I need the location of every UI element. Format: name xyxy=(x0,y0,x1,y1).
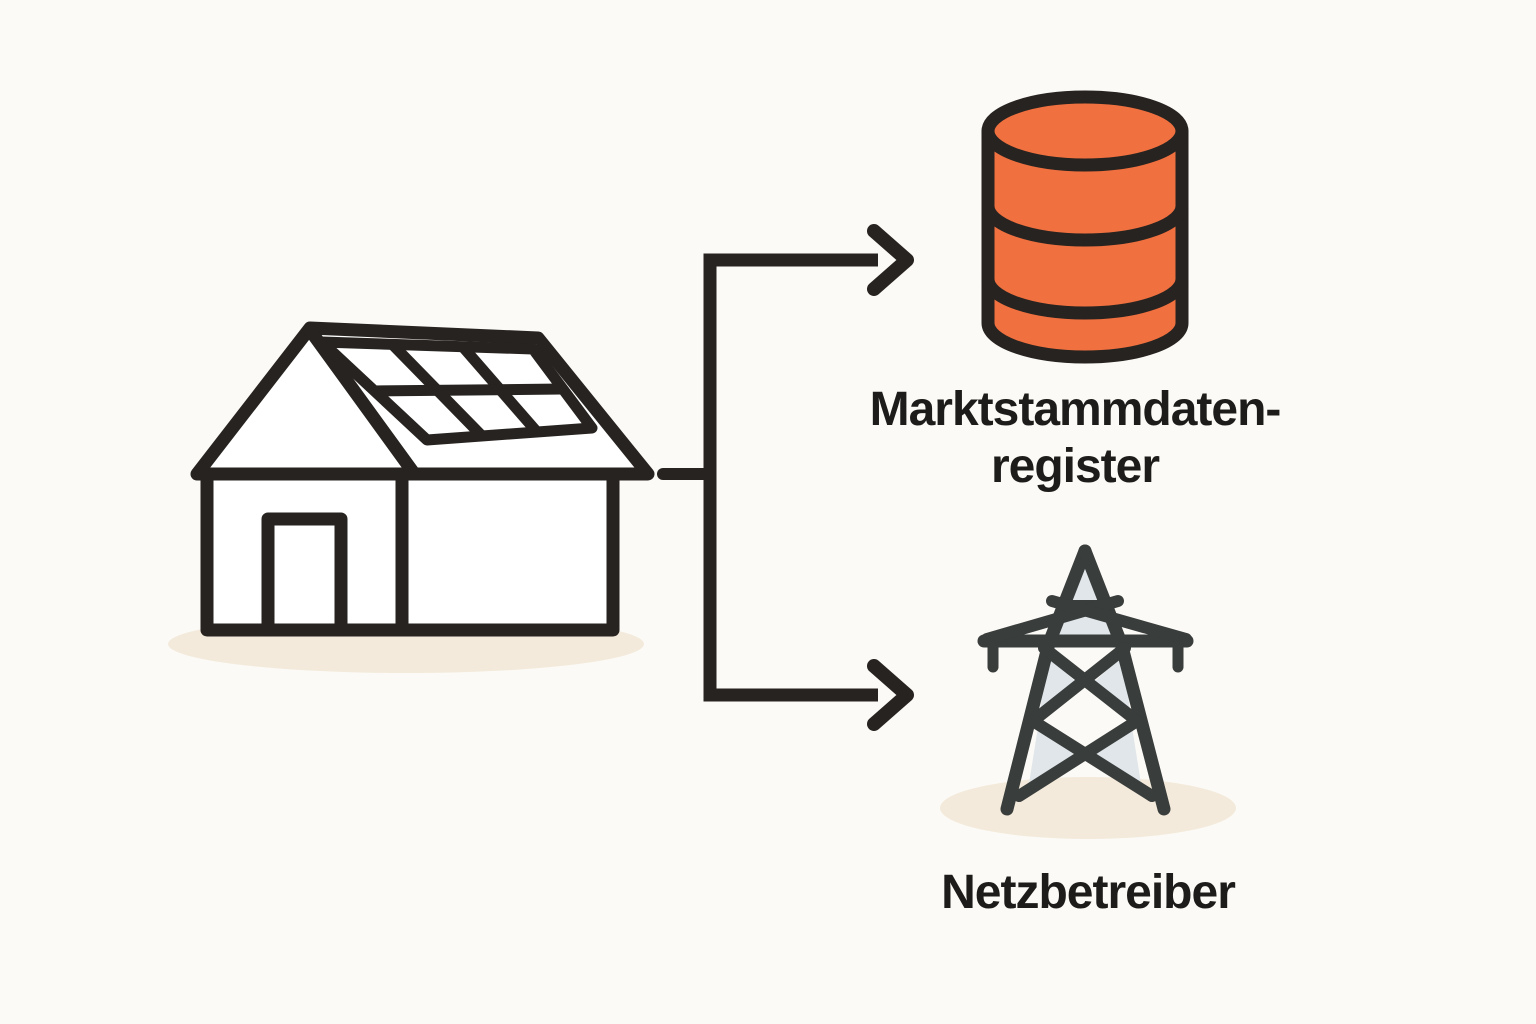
pylon-shadow xyxy=(940,777,1236,839)
database-top xyxy=(981,90,1189,172)
branch-line xyxy=(703,253,878,702)
power-pylon-icon xyxy=(940,544,1236,839)
house-door xyxy=(261,512,348,637)
database-band-1 xyxy=(981,205,1189,247)
solar-panel-icon xyxy=(316,336,598,446)
database-icon xyxy=(981,90,1189,364)
pylon-structure xyxy=(977,544,1194,816)
arrowhead-bottom xyxy=(867,659,914,731)
database-band-2 xyxy=(981,278,1189,320)
pylon-lattice-fills xyxy=(1028,560,1142,790)
marktstammdatenregister-label: Marktstammdaten- register xyxy=(775,381,1375,495)
marktstammdatenregister-label-line2: register xyxy=(990,440,1160,493)
marktstammdatenregister-label-line1: Marktstammdaten- xyxy=(869,383,1282,436)
solar-house-icon xyxy=(168,321,655,673)
arrowhead-top xyxy=(867,224,914,296)
netzbetreiber-label: Netzbetreiber xyxy=(941,866,1236,919)
connector-edges xyxy=(657,224,914,731)
